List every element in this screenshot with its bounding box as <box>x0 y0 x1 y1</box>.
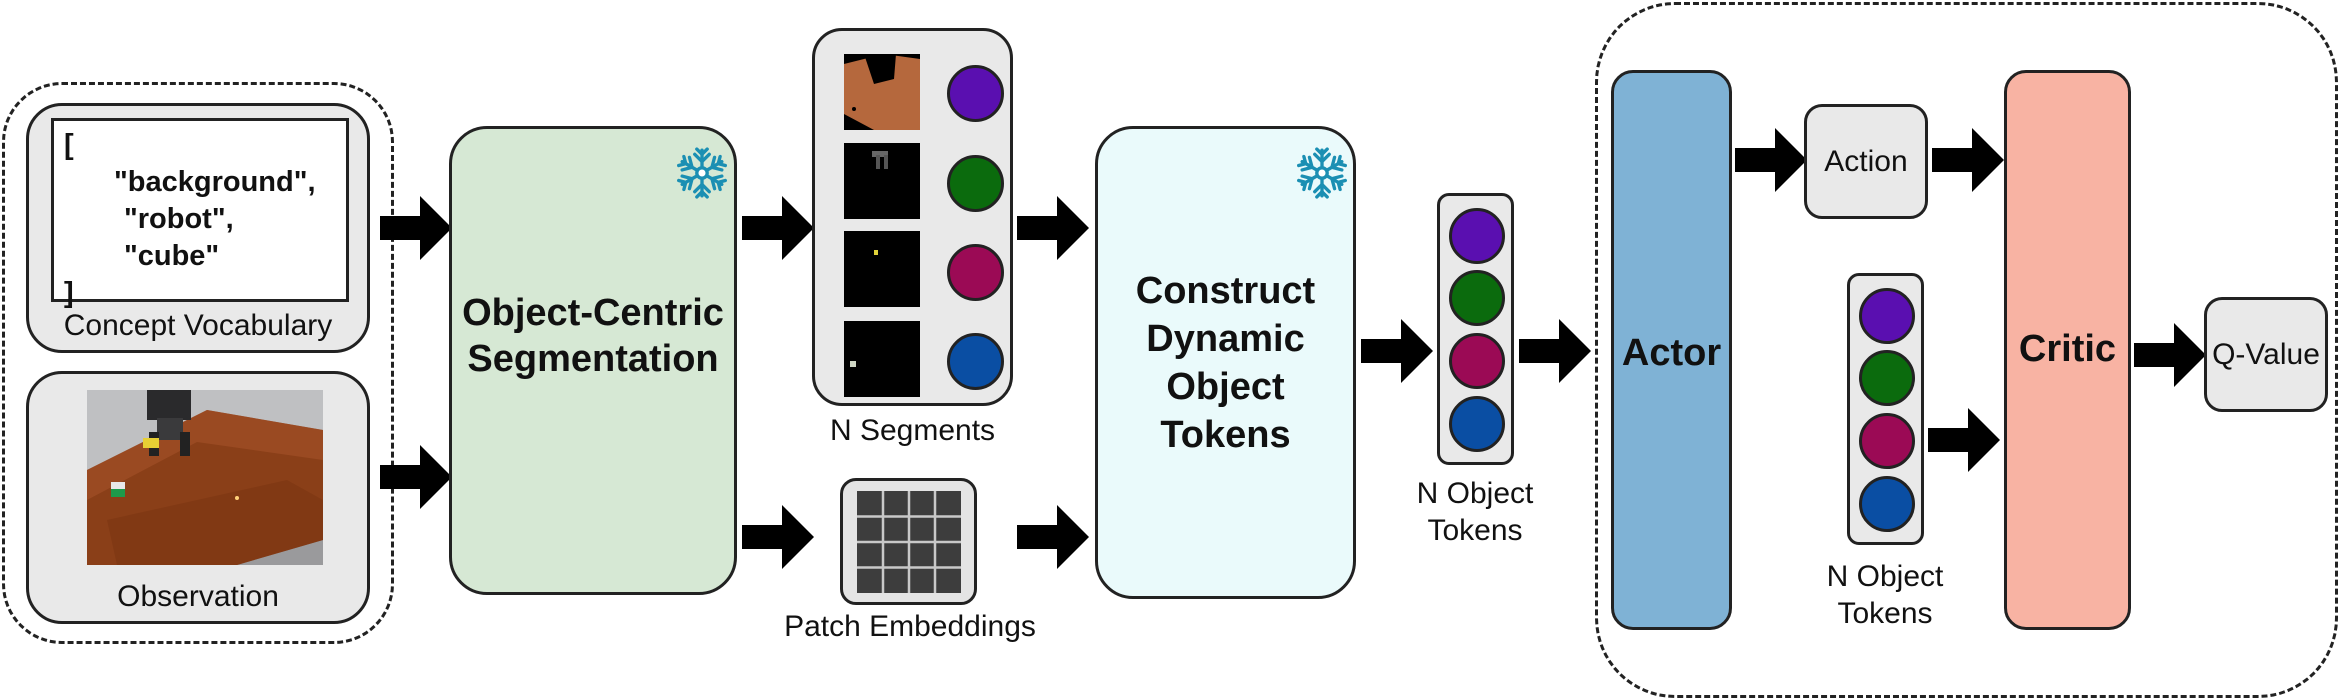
segments-panel <box>812 28 1013 406</box>
construct-title-text: Construct Dynamic Object Tokens <box>1135 270 1316 456</box>
patch-embeddings-panel <box>840 478 977 605</box>
segment-token-purple <box>947 65 1004 122</box>
object-token-blue <box>1859 476 1915 532</box>
arrow-seg-to-patches <box>742 505 814 569</box>
object-tokens-label-1-text: N Object Tokens <box>1416 477 1534 547</box>
rl-group <box>1595 2 2338 698</box>
segment-token-green <box>947 155 1004 212</box>
concept-vocabulary-label: Concept Vocabulary <box>63 309 333 342</box>
action-label: Action <box>1824 145 1908 178</box>
object-tokens-panel-1 <box>1437 193 1514 465</box>
vocab-item-cube: "cube" <box>124 240 220 272</box>
arrow-action-to-critic <box>1932 128 2004 192</box>
arrow-tokens-to-critic <box>1928 408 2000 472</box>
snowflake-icon <box>1296 147 1348 199</box>
segments-label: N Segments <box>829 414 996 447</box>
object-token-green <box>1449 270 1505 326</box>
object-tokens-label-2-text: N Object Tokens <box>1826 560 1944 630</box>
segmentation-title-text: Object-Centric Segmentation <box>462 292 724 380</box>
arrow-critic-to-qvalue <box>2134 323 2206 387</box>
object-tokens-label-1: N Object Tokens <box>1405 475 1545 549</box>
segmentation-title: Object-Centric Segmentation <box>458 291 728 382</box>
arrow-tokens-to-actor <box>1519 319 1591 383</box>
critic-box: Critic <box>2004 70 2131 630</box>
arrow-actor-to-action <box>1735 128 1807 192</box>
segment-mask-cube <box>844 231 920 307</box>
actor-label: Actor <box>1621 332 1722 374</box>
snowflake-icon <box>676 147 728 199</box>
object-token-green <box>1859 350 1915 406</box>
concept-vocabulary-box: [ "background", "robot", "cube" ] <box>51 118 349 309</box>
patch-grid <box>857 491 961 593</box>
concept-vocabulary-panel: [ "background", "robot", "cube" ] Concep… <box>26 103 370 353</box>
object-centric-segmentation-box: Object-Centric Segmentation <box>449 126 737 595</box>
vocab-item-robot: "robot", <box>124 203 234 235</box>
vocab-close-bracket: ] <box>64 277 74 309</box>
segment-token-crimson <box>947 244 1004 301</box>
actor-box: Actor <box>1611 70 1732 630</box>
object-token-purple <box>1859 288 1915 344</box>
observation-image <box>87 390 323 565</box>
object-token-blue <box>1449 396 1505 452</box>
object-token-crimson <box>1449 333 1505 389</box>
arrow-construct-to-tokens <box>1361 319 1433 383</box>
construct-title: Construct Dynamic Object Tokens <box>1104 267 1347 459</box>
action-box: Action <box>1804 104 1928 219</box>
patch-embeddings-label: Patch Embeddings <box>784 610 1036 643</box>
critic-label: Critic <box>2018 328 2117 370</box>
object-token-crimson <box>1859 413 1915 469</box>
observation-label: Observation <box>117 580 279 613</box>
segment-mask-object <box>844 321 920 397</box>
segment-mask-background <box>844 54 920 130</box>
q-value-label: Q-Value <box>2212 338 2320 371</box>
observation-panel: Observation <box>26 371 370 624</box>
arrow-patches-to-construct <box>1017 505 1089 569</box>
segment-token-blue <box>947 333 1004 390</box>
q-value-box: Q-Value <box>2204 297 2328 412</box>
object-tokens-label-2: N Object Tokens <box>1815 558 1955 632</box>
object-tokens-panel-2 <box>1847 273 1924 545</box>
arrow-obs-to-seg <box>380 445 452 509</box>
input-group <box>2 82 394 644</box>
segment-mask-robot <box>844 143 920 219</box>
object-token-purple <box>1449 208 1505 264</box>
vocab-item-background: "background", <box>114 166 316 198</box>
vocab-open-bracket: [ <box>64 129 74 161</box>
arrow-seg-to-segments <box>742 196 814 260</box>
arrow-vocab-to-seg <box>380 196 452 260</box>
construct-tokens-box: Construct Dynamic Object Tokens <box>1095 126 1356 599</box>
arrow-segments-to-construct <box>1017 196 1089 260</box>
